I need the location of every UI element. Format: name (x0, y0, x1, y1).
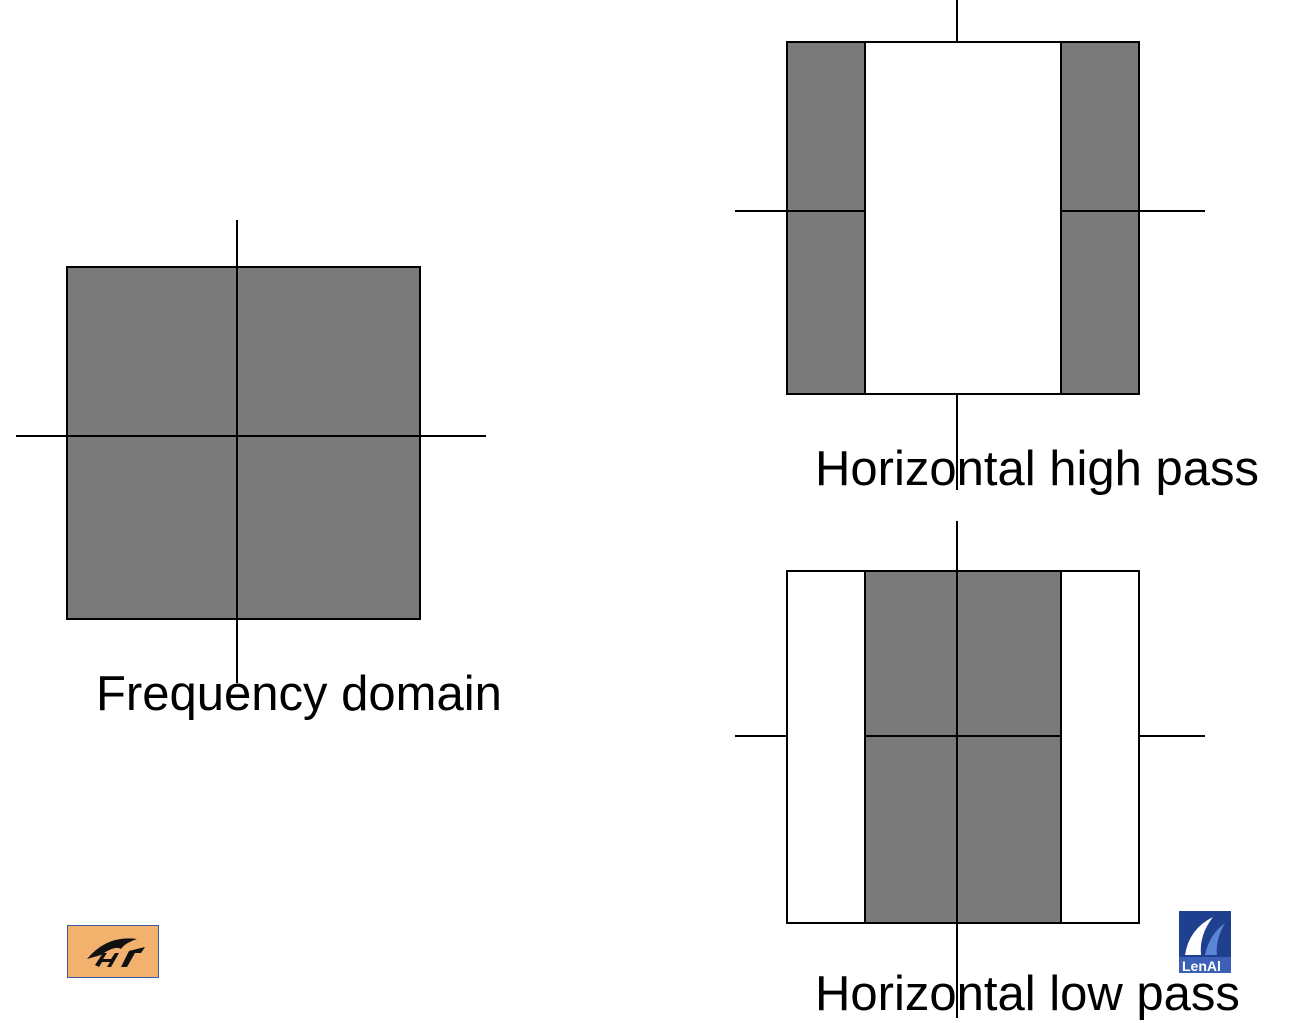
frequency-domain-diagram (16, 220, 486, 683)
low-pass-right-band (1060, 570, 1140, 924)
frequency-domain-square (66, 266, 421, 620)
high-pass-left-band (786, 41, 866, 395)
low-pass-diagram (735, 521, 1205, 1018)
low-pass-left-band (786, 570, 866, 924)
lenal-logo-text: LenAl (1182, 958, 1221, 973)
hust-logo-icon (66, 924, 160, 979)
low-pass-center-band (864, 570, 1062, 924)
high-pass-center-band (864, 41, 1062, 395)
low-pass-label: Horizontal low pass (815, 967, 1240, 1021)
lenal-logo-icon: LenAl (1179, 911, 1231, 974)
frequency-domain-label: Frequency domain (96, 667, 502, 721)
high-pass-right-band (1060, 41, 1140, 395)
high-pass-label: Horizontal high pass (815, 442, 1259, 496)
high-pass-diagram (735, 0, 1205, 490)
